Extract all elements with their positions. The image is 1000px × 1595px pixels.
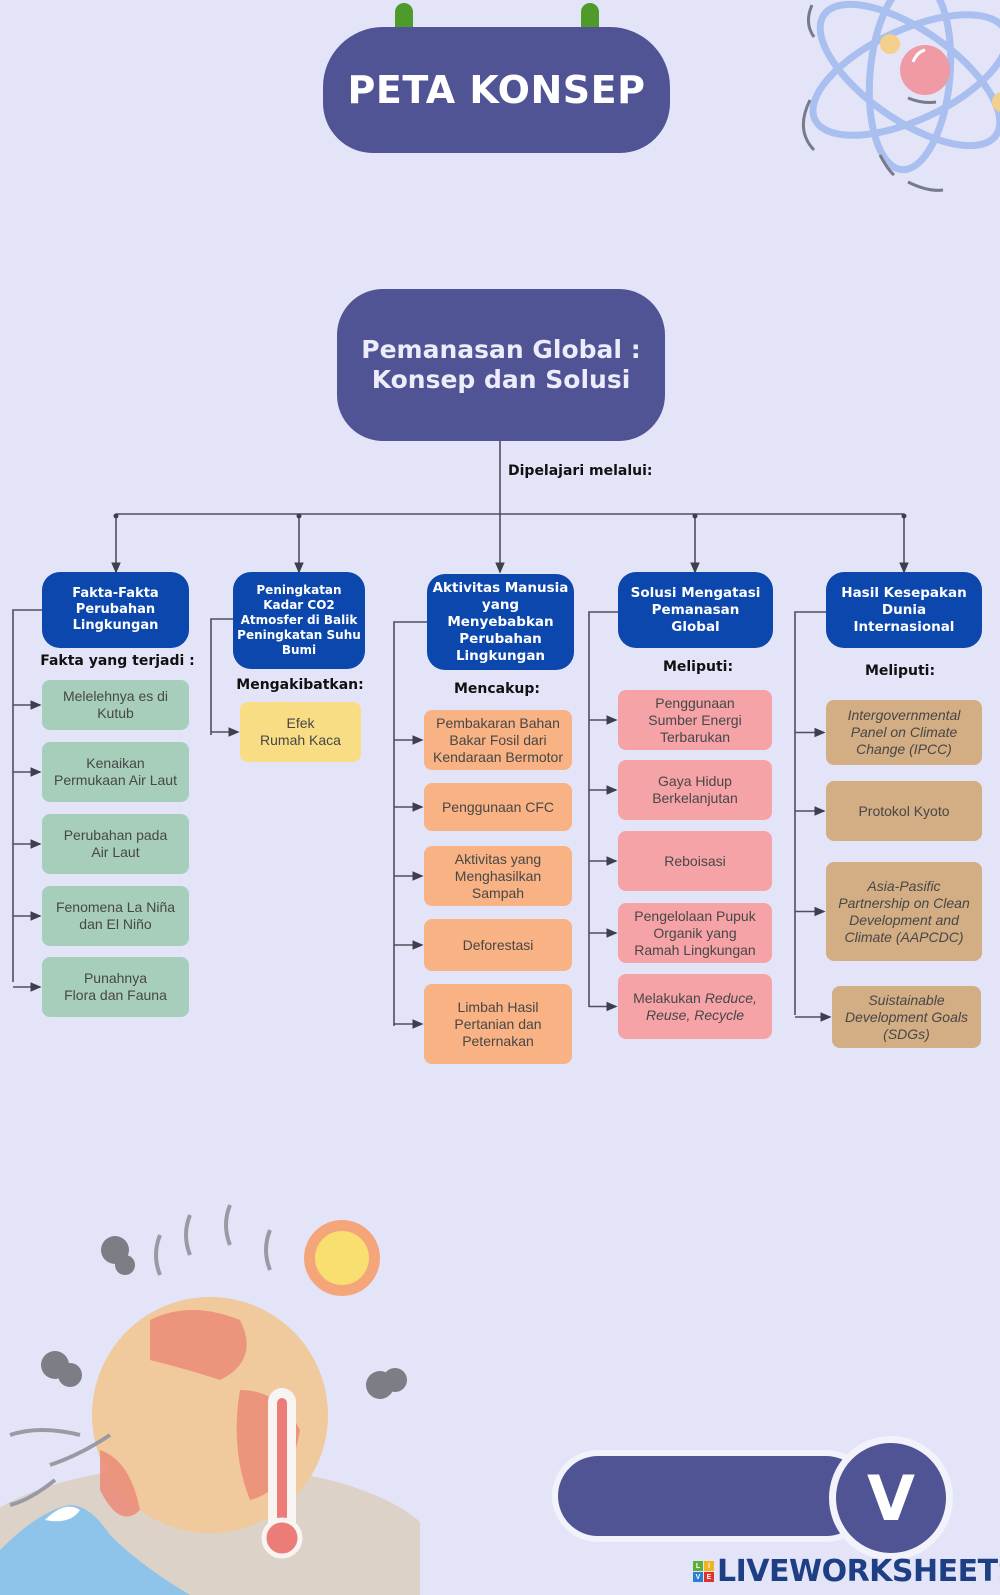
agreement-item: Suistainable Development Goals (SDGs) [832, 986, 981, 1048]
solution-text: Reboisasi [664, 852, 726, 869]
activity-item: Pembakaran Bahan Bakar Fosil dari Kendar… [424, 710, 572, 770]
solution-text-italic: Reduce, Reuse, Recycle [645, 989, 757, 1023]
page-title: PETA KONSEP [347, 68, 646, 112]
sublabel-agreements: Meliputi: [864, 663, 936, 679]
solution-text-plain: Melakukan [633, 989, 705, 1006]
solution-item: Pengelolaan Pupuk Organik yang Ramah Lin… [618, 903, 772, 963]
global-warming-illustration [0, 1204, 420, 1595]
category-label: Peningkatan Kadar CO2 Atmosfer di Balik … [237, 583, 361, 657]
v-badge-icon: V [867, 1461, 915, 1535]
spine-5 [794, 611, 826, 1015]
effect-text: Efek Rumah Kaca [260, 715, 341, 748]
solution-text: Penggunaan Sumber Energi Terbarukan [648, 694, 742, 745]
category-label: Solusi Mengatasi Pemanasan Global [630, 584, 761, 635]
agreement-item: Protokol Kyoto [826, 781, 982, 841]
activity-item: Penggunaan CFC [424, 783, 572, 831]
fact-text: Fenomena La Niña dan El Niño [55, 899, 176, 932]
activity-text: Aktivitas yang Menghasilkan Sampah [454, 850, 542, 901]
root-edge-label: Dipelajari melalui: [508, 463, 653, 479]
root-concept-node: Pemanasan Global : Konsep dan Solusi [337, 289, 665, 441]
solution-item: Melakukan Reduce, Reuse, Recycle [618, 974, 772, 1039]
tile-i: I [704, 1561, 714, 1571]
spine-1 [12, 609, 42, 982]
category-node-agreements: Hasil Kesepakan Dunia Internasional [826, 572, 982, 648]
answer-input-bar[interactable] [552, 1450, 872, 1542]
agreement-item: Intergovernmental Panel on Climate Chang… [826, 700, 982, 765]
fact-text: Kenaikan Permukaan Air Laut [54, 755, 177, 788]
category-node-human-activity: Aktivitas Manusia yang Menyebabkan Perub… [427, 574, 574, 670]
solution-item: Gaya Hidup Berkelanjutan [618, 760, 772, 820]
sublabel-solutions: Meliputi: [662, 659, 734, 675]
fact-item: Melelehnya es di Kutub [42, 680, 189, 730]
sublabel-human-activity: Mencakup: [453, 681, 541, 697]
title-banner: PETA KONSEP [323, 27, 670, 153]
category-node-co2: Peningkatan Kadar CO2 Atmosfer di Balik … [233, 572, 365, 669]
solution-text: Gaya Hidup Berkelanjutan [652, 773, 738, 806]
fact-text: Melelehnya es di Kutub [62, 688, 169, 721]
spine-3 [393, 621, 427, 1026]
tile-e: E [704, 1572, 714, 1582]
fact-item: Fenomena La Niña dan El Niño [42, 886, 189, 946]
activity-item: Limbah Hasil Pertanian dan Peternakan [424, 984, 572, 1064]
solution-item: Reboisasi [618, 831, 772, 891]
root-concept-label: Pemanasan Global : Konsep dan Solusi [361, 335, 641, 394]
agreement-text: Intergovernmental Panel on Climate Chang… [847, 707, 961, 757]
live-tiles-icon: L I V E [693, 1561, 714, 1582]
activity-text: Deforestasi [462, 936, 534, 953]
activity-text: Penggunaan CFC [441, 798, 555, 815]
activity-item: Deforestasi [424, 919, 572, 971]
brand-wordmark: LIVEWORKSHEETS [717, 1554, 1000, 1589]
tile-l: L [693, 1561, 703, 1571]
category-label: Aktivitas Manusia yang Menyebabkan Perub… [432, 579, 569, 664]
category-label: Hasil Kesepakan Dunia Internasional [841, 584, 967, 635]
activity-text: Limbah Hasil Pertanian dan Peternakan [454, 998, 542, 1049]
fact-text: Perubahan pada Air Laut [63, 827, 168, 860]
category-label: Fakta-Fakta Perubahan Lingkungan [72, 586, 159, 633]
solution-item: Penggunaan Sumber Energi Terbarukan [618, 690, 772, 750]
spine-4 [588, 611, 618, 1007]
solution-text: Melakukan Reduce, Reuse, Recycle [633, 990, 757, 1024]
atom-illustration [802, 0, 1000, 192]
fact-item: Punahnya Flora dan Fauna [42, 957, 189, 1017]
fact-text: Punahnya Flora dan Fauna [64, 970, 167, 1003]
sublabel-co2: Mengakibatkan: [236, 677, 364, 693]
check-answer-button[interactable]: V [829, 1436, 953, 1560]
fact-item: Perubahan pada Air Laut [42, 814, 189, 874]
activity-item: Aktivitas yang Menghasilkan Sampah [424, 846, 572, 906]
liveworksheets-logo: L I V E LIVEWORKSHEETS [693, 1554, 1000, 1589]
fact-item: Kenaikan Permukaan Air Laut [42, 742, 189, 802]
category-node-facts: Fakta-Fakta Perubahan Lingkungan [42, 572, 189, 648]
agreement-text: Asia-Pasific Partnership on Clean Develo… [838, 877, 970, 945]
effect-item: Efek Rumah Kaca [240, 702, 361, 762]
spine-2 [210, 618, 233, 735]
tile-v: V [693, 1572, 703, 1582]
solution-text: Pengelolaan Pupuk Organik yang Ramah Lin… [634, 907, 756, 958]
agreement-text: Protokol Kyoto [858, 802, 950, 819]
agreement-text: Suistainable Development Goals (SDGs) [845, 991, 968, 1042]
sublabel-facts: Fakta yang terjadi : [40, 653, 195, 669]
activity-text: Pembakaran Bahan Bakar Fosil dari Kendar… [433, 714, 563, 765]
category-node-solutions: Solusi Mengatasi Pemanasan Global [618, 572, 773, 648]
agreement-item: Asia-Pasific Partnership on Clean Develo… [826, 862, 982, 961]
